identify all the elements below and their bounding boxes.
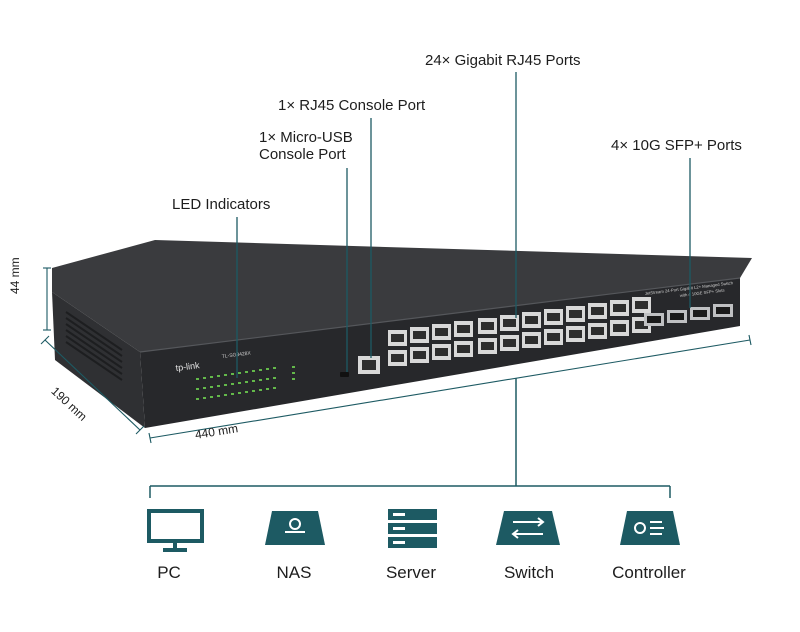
callout-micro-usb-line1: 1× Micro-USB xyxy=(259,129,353,146)
dim-depth-line xyxy=(44,339,141,431)
device-label-nas: NAS xyxy=(276,563,312,582)
nas-icon xyxy=(265,511,325,545)
device-label-server: Server xyxy=(385,563,437,582)
monitor-icon xyxy=(147,509,204,552)
callout-micro-usb-line2: Console Port xyxy=(259,146,346,163)
device-label-switch: Switch xyxy=(503,563,555,582)
server-icon xyxy=(388,509,437,548)
chassis-side xyxy=(52,292,145,428)
led-indicators xyxy=(196,366,295,400)
connection-tree xyxy=(149,378,671,498)
device-label-pc: PC xyxy=(157,563,181,582)
panel-brand: tp-link xyxy=(175,360,201,373)
chassis-top xyxy=(52,240,752,352)
callout-led-indicators: LED Indicators xyxy=(172,196,271,213)
panel-description-2: with 4 10GE SFP+ Slots xyxy=(680,288,725,298)
micro-usb-port xyxy=(340,372,349,377)
callout-gigabit-ports: 24× Gigabit RJ45 Ports xyxy=(425,52,581,69)
switch-icon xyxy=(496,511,560,545)
callout-rj45-console: 1× RJ45 Console Port xyxy=(278,97,426,114)
device-label-controller: Controller xyxy=(612,563,686,582)
dim-width-line xyxy=(149,339,751,439)
callout-micro-usb: 1× Micro-USB Console Port xyxy=(259,129,353,163)
callout-sfp-ports: 4× 10G SFP+ Ports xyxy=(611,137,742,154)
controller-icon xyxy=(620,511,680,545)
